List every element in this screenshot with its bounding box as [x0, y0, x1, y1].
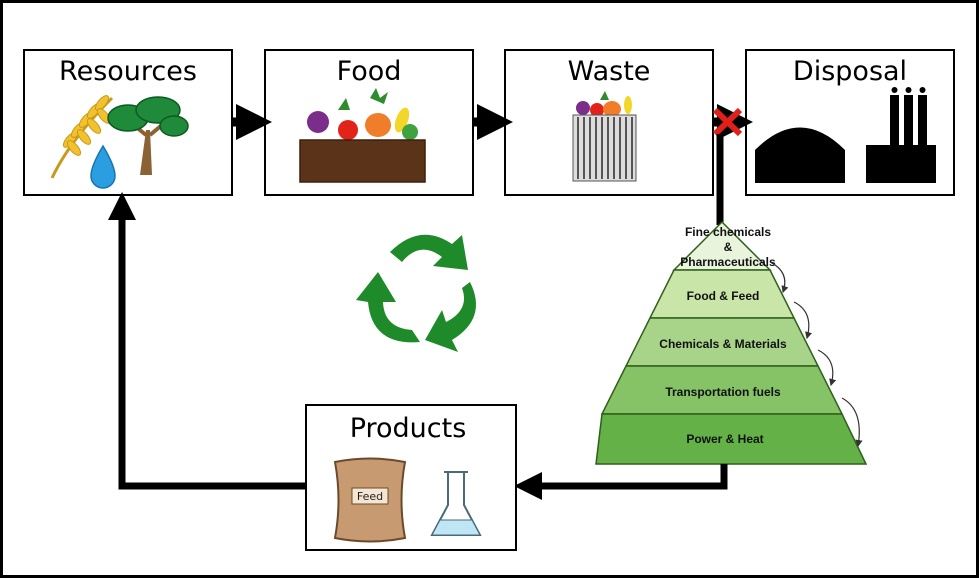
- waste-title: Waste: [568, 56, 651, 87]
- disposal-box: Disposal: [745, 49, 955, 196]
- landfill-icon: [755, 127, 845, 183]
- waste-bin-icon: [572, 91, 637, 182]
- cascade-arrow-1: [769, 261, 789, 294]
- resources-box: Resources: [23, 49, 233, 196]
- resources-title: Resources: [59, 56, 197, 87]
- cascade-arrow-4: [841, 397, 863, 448]
- tier-label-chemicals-materials: Chemicals & Materials: [659, 337, 787, 351]
- cascade-arrows: [769, 261, 863, 448]
- factory-icon: [866, 87, 936, 183]
- products-title: Products: [350, 413, 467, 444]
- disposal-title: Disposal: [793, 56, 907, 87]
- waste-box: Waste: [504, 49, 714, 196]
- tier-label-transportation-fuels: Transportation fuels: [665, 385, 781, 399]
- tier-label-fine-chemicals: Fine chemicals: [685, 225, 771, 239]
- tree-icon: [107, 96, 189, 175]
- value-pyramid: Fine chemicals & Pharmaceuticals Food & …: [595, 220, 868, 465]
- pyramid-tier-power-heat: [595, 413, 868, 465]
- products-to-resources-arrow: [108, 192, 306, 490]
- tier-label-food-feed: Food & Feed: [687, 289, 760, 303]
- pyramid-to-products-arrow: [514, 464, 728, 500]
- cascade-arrow-3: [817, 349, 837, 387]
- vegetable-crate-icon: [299, 88, 426, 183]
- tier-label-ampersand: &: [724, 240, 733, 254]
- food-box: Food: [264, 49, 474, 196]
- tier-label-pharmaceuticals: Pharmaceuticals: [680, 255, 776, 269]
- blocked-x-icon: [712, 107, 743, 137]
- cascade-arrow-2: [793, 301, 813, 340]
- feed-bag-label: Feed: [357, 490, 383, 503]
- flask-icon: [430, 471, 482, 536]
- tier-label-power-heat: Power & Heat: [686, 432, 763, 446]
- food-title: Food: [337, 56, 402, 87]
- feed-bag-icon: Feed: [333, 457, 407, 543]
- recycle-icon: [356, 234, 476, 352]
- water-drop-icon: [90, 144, 116, 189]
- top-flow-arrows: [233, 104, 753, 140]
- products-box: Products Feed: [305, 404, 517, 551]
- wheat-icon: [50, 95, 114, 179]
